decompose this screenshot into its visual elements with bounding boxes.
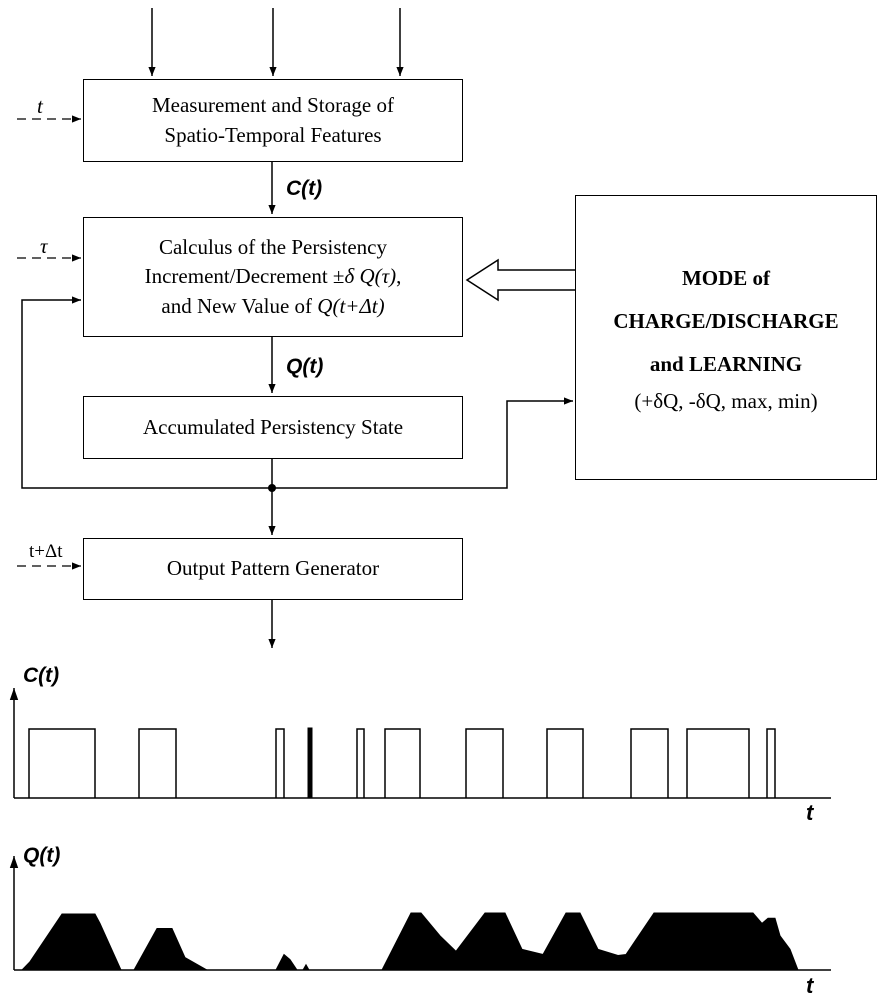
mode-line1: MODE of <box>681 266 771 291</box>
label-input-t: t <box>37 94 43 118</box>
calculus-line2-math: δ Q(τ) <box>344 264 397 289</box>
q-plot-ylabel: Q(t) <box>23 844 61 867</box>
calculus-line2: Increment/Decrement ±δ Q(τ), <box>145 262 402 291</box>
output-block: Output Pattern Generator <box>83 538 463 600</box>
mode-line2: CHARGE/DISCHARGE <box>613 309 839 334</box>
c-pulse <box>465 728 504 798</box>
label-q-of-t: Q(t) <box>286 355 324 378</box>
q-plot-area <box>20 912 812 971</box>
measurement-line2: Spatio-Temporal Features <box>164 122 382 147</box>
accumulated-block: Accumulated Persistency State <box>83 396 463 459</box>
q-plot-xlabel: t <box>806 973 814 998</box>
calculus-block: Calculus of the Persistency Increment/De… <box>83 217 463 337</box>
mode-line4: (+δQ, -δQ, max, min) <box>634 389 818 414</box>
c-pulse <box>275 728 285 798</box>
mode-block: MODE of CHARGE/DISCHARGE and LEARNING (+… <box>575 195 877 480</box>
feedback-loop-left <box>21 296 272 489</box>
c-pulse <box>356 728 365 798</box>
feedback-loop-right <box>272 397 573 489</box>
label-input-tau: τ <box>40 234 48 258</box>
c-plot-axes <box>9 688 831 799</box>
c-pulse <box>546 728 584 798</box>
label-input-t-dt: t+Δt <box>29 541 63 562</box>
calculus-line3: and New Value of Q(t+Δt) <box>161 292 384 321</box>
output-label: Output Pattern Generator <box>166 556 380 581</box>
c-pulse <box>686 728 750 798</box>
calculus-line2-text: Increment/Decrement ± <box>144 264 345 289</box>
mode-line3: and LEARNING <box>649 352 803 377</box>
c-plot-pulses <box>28 727 776 798</box>
c-pulse <box>630 728 669 798</box>
measurement-line1: Measurement and Storage of <box>151 93 394 118</box>
c-pulse <box>384 728 421 798</box>
c-pulse <box>138 728 177 798</box>
calculus-line1: Calculus of the Persistency <box>158 234 388 259</box>
c-pulse <box>766 728 776 798</box>
c-pulse <box>28 728 96 798</box>
accumulated-label: Accumulated Persistency State <box>142 414 404 439</box>
measurement-block: Measurement and Storage of Spatio-Tempor… <box>83 79 463 162</box>
c-plot-ylabel: C(t) <box>23 664 60 687</box>
calculus-line2-end: , <box>396 264 402 289</box>
c-plot-xlabel: t <box>806 800 814 825</box>
junction-dot <box>268 484 276 492</box>
mode-hollow-arrow <box>465 258 575 302</box>
calculus-line3-math: Q(t+Δt) <box>317 293 385 318</box>
c-pulse <box>307 727 313 798</box>
calculus-line3-text: and New Value of <box>161 293 318 318</box>
q-area-fill <box>20 912 812 971</box>
label-c-of-t: C(t) <box>286 177 323 200</box>
